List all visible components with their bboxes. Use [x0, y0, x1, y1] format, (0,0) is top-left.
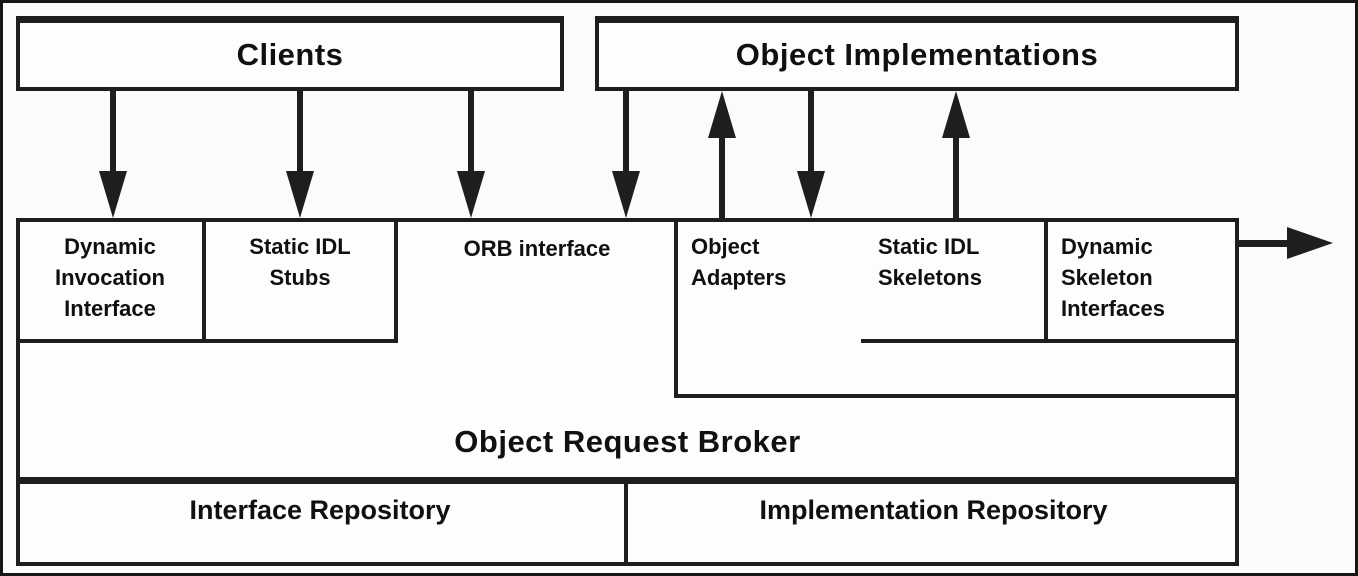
- divider-stubs-orbinterface: [394, 218, 398, 343]
- object-adapters-cell: Object Adapters: [691, 231, 786, 293]
- dynamic-invocation-interface-cell: Dynamic Invocation Interface: [16, 231, 204, 324]
- label-line: ORB interface: [463, 236, 611, 261]
- implementation-repository-label: Implementation Repository: [759, 495, 1108, 525]
- label-line: Stubs: [269, 265, 331, 290]
- divider-repositories: [624, 484, 628, 566]
- divider-orb-repositories: [16, 477, 1239, 484]
- arrow-shaft: [468, 91, 474, 173]
- label-line: Skeletons: [878, 265, 982, 290]
- clients-label: Clients: [236, 37, 344, 72]
- border-adapters-left: [674, 218, 678, 398]
- label-line: Object: [691, 234, 760, 259]
- arrow-head-down-icon: [612, 171, 640, 218]
- arrow-shaft: [297, 91, 303, 173]
- label-line: Dynamic: [64, 234, 156, 259]
- arrow-head-down-icon: [286, 171, 314, 218]
- arrow-shaft: [110, 91, 116, 173]
- interface-repository-label: Interface Repository: [189, 495, 451, 525]
- divider-dii-stubs: [202, 218, 206, 343]
- clients-box: Clients: [16, 16, 564, 91]
- label-line: Static IDL: [878, 234, 980, 259]
- arrow-shaft: [953, 134, 959, 218]
- label-line: Interface: [64, 296, 156, 321]
- arrow-shaft: [1239, 240, 1289, 247]
- arrow-head-down-icon: [99, 171, 127, 218]
- orb-interface-cell: ORB interface: [398, 233, 676, 264]
- arrow-shaft: [808, 91, 814, 173]
- arrow-head-down-icon: [797, 171, 825, 218]
- arrow-head-down-icon: [457, 171, 485, 218]
- label-line: Dynamic: [1061, 234, 1153, 259]
- label-line: Interfaces: [1061, 296, 1165, 321]
- object-request-broker-label: Object Request Broker: [454, 424, 801, 459]
- arrow-shaft: [623, 91, 629, 173]
- border-left-cells-bottom: [16, 339, 398, 343]
- static-idl-skeletons-cell: Static IDL Skeletons: [878, 231, 982, 293]
- arrow-head-right-icon: [1287, 227, 1333, 259]
- border-adapters-bottom: [674, 394, 1239, 398]
- arrow-head-up-icon: [942, 91, 970, 138]
- arrow-head-up-icon: [708, 91, 736, 138]
- border-skeleton-cells-bottom: [861, 339, 1239, 343]
- object-implementations-label: Object Implementations: [735, 37, 1099, 72]
- divider-skeletons-dsi: [1044, 218, 1048, 343]
- label-line: Invocation: [54, 265, 165, 290]
- label-line: Adapters: [691, 265, 787, 290]
- label-line: Static IDL: [249, 234, 351, 259]
- object-implementations-box: Object Implementations: [595, 16, 1239, 91]
- static-idl-stubs-cell: Static IDL Stubs: [206, 231, 394, 293]
- dynamic-skeleton-interfaces-cell: Dynamic Skeleton Interfaces: [1061, 231, 1165, 324]
- label-line: Skeleton: [1061, 265, 1153, 290]
- arrow-shaft: [719, 134, 725, 218]
